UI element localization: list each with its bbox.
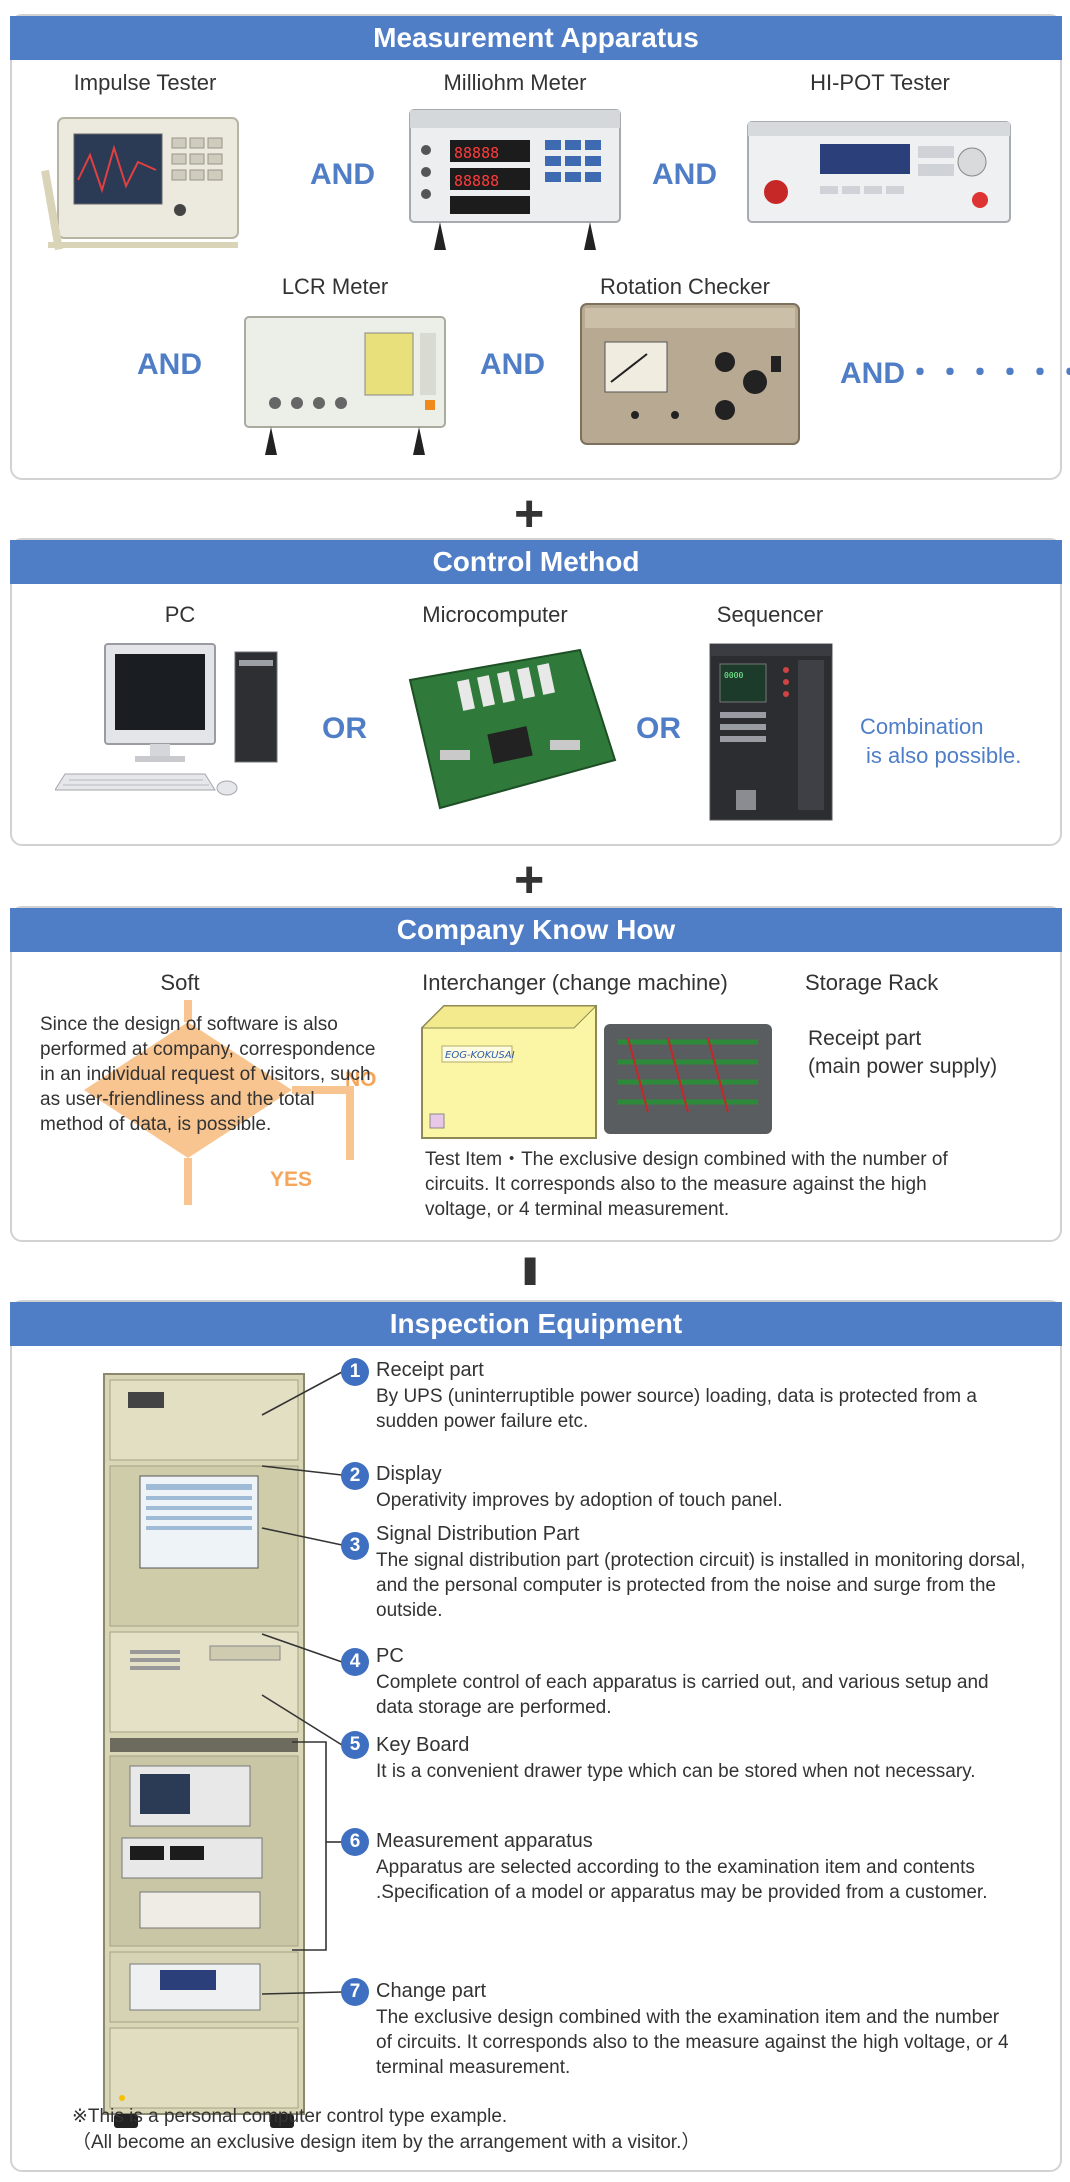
item-3-number: 3 <box>341 1532 369 1560</box>
item-6-number: 6 <box>341 1828 369 1856</box>
flow-no-label: NO <box>345 1068 377 1091</box>
pc-image <box>54 640 295 815</box>
hipot-tester-image <box>740 112 1020 237</box>
device-label-milliohm-meter: Milliohm Meter <box>443 70 587 95</box>
combination-line-2: is also possible. <box>866 743 1022 768</box>
or-label-2: OR <box>636 712 681 745</box>
item-1-number: 1 <box>341 1358 369 1386</box>
method-label-pc: PC <box>164 602 196 627</box>
rotation-checker-image <box>575 300 805 450</box>
item-5-number: 5 <box>341 1731 369 1759</box>
interchanger-plate: EOG-KOKUSAI <box>445 1050 515 1061</box>
item-5-description: It is a convenient drawer type which can… <box>376 1761 976 1782</box>
inspection-rack-image <box>100 1370 310 2130</box>
interchanger-label: Interchanger (change machine) <box>422 970 728 995</box>
method-label-sequencer: Sequencer <box>716 602 824 627</box>
svg-text:88888: 88888 <box>454 172 499 190</box>
knowhow-title: Company Know How <box>10 908 1062 952</box>
plus-sign-1: + <box>514 485 545 543</box>
item-5-title: Key Board <box>376 1734 470 1756</box>
combination-line-1: Combination <box>860 714 984 739</box>
footnote-line-2: （All become an exclusive design item by … <box>72 2132 701 2153</box>
item-3-title: Signal Distribution Part <box>376 1523 580 1545</box>
and-label-3: AND <box>137 348 202 381</box>
inspection-title: Inspection Equipment <box>10 1302 1062 1346</box>
control-title: Control Method <box>10 540 1062 584</box>
device-label-hipot-tester: HI-POT Tester <box>810 70 950 95</box>
device-label-rotation-checker: Rotation Checker <box>600 274 770 299</box>
item-6-title: Measurement apparatus <box>376 1830 593 1852</box>
device-label-lcr-meter: LCR Meter <box>281 274 389 299</box>
item-2-description: Operativity improves by adoption of touc… <box>376 1490 783 1511</box>
and-label-2: AND <box>652 158 717 191</box>
svg-text:0000: 0000 <box>724 671 743 680</box>
storage-rack-label: Storage Rack <box>805 970 939 995</box>
plus-sign-2: + <box>514 851 545 909</box>
and-label-4: AND <box>480 348 545 381</box>
item-2-title: Display <box>376 1463 442 1485</box>
footnote-line-1: ※This is a personal computer control typ… <box>72 2106 508 2127</box>
measurement-title: Measurement Apparatus <box>10 16 1062 60</box>
microcomputer-image <box>380 640 620 815</box>
item-3-description: The signal distribution part (protection… <box>376 1550 1026 1621</box>
item-4-description: Complete control of each apparatus is ca… <box>376 1672 989 1718</box>
item-7-number: 7 <box>341 1978 369 2006</box>
or-label-1: OR <box>322 712 367 745</box>
milliohm-meter-image: 88888 88888 <box>400 100 630 260</box>
method-label-microcomputer: Microcomputer <box>422 602 568 627</box>
receipt-part-line-1: Receipt part <box>808 1027 922 1050</box>
lcr-meter-image <box>235 305 455 465</box>
item-4-title: PC <box>376 1645 404 1667</box>
interchanger-image: EOG-KOKUSAI <box>418 1002 778 1142</box>
item-6-description: Apparatus are selected according to the … <box>376 1857 988 1903</box>
and-more-label: AND・・・・・・ <box>840 357 1070 390</box>
item-1-title: Receipt part <box>376 1359 484 1381</box>
flowchart-graphic <box>60 1000 380 1210</box>
item-7-title: Change part <box>376 1980 487 2002</box>
item-7-description: The exclusive design combined with the e… <box>376 2007 1009 2078</box>
and-label-1: AND <box>310 158 375 191</box>
sequencer-image: 0000 <box>706 640 836 825</box>
receipt-part-line-2: (main power supply) <box>808 1055 998 1078</box>
test-item-description: Test Item・The exclusive design combined … <box>425 1149 948 1220</box>
soft-label: Soft <box>160 970 200 995</box>
device-label-impulse-tester: Impulse Tester <box>73 70 217 95</box>
impulse-tester-image <box>40 110 250 260</box>
item-4-number: 4 <box>341 1648 369 1676</box>
svg-text:88888: 88888 <box>454 144 499 162</box>
flow-yes-label: YES <box>270 1168 313 1191</box>
item-2-number: 2 <box>341 1462 369 1490</box>
soft-description: Since the design of software is also per… <box>40 1014 376 1135</box>
item-1-description: By UPS (uninterruptible power source) lo… <box>376 1386 977 1432</box>
